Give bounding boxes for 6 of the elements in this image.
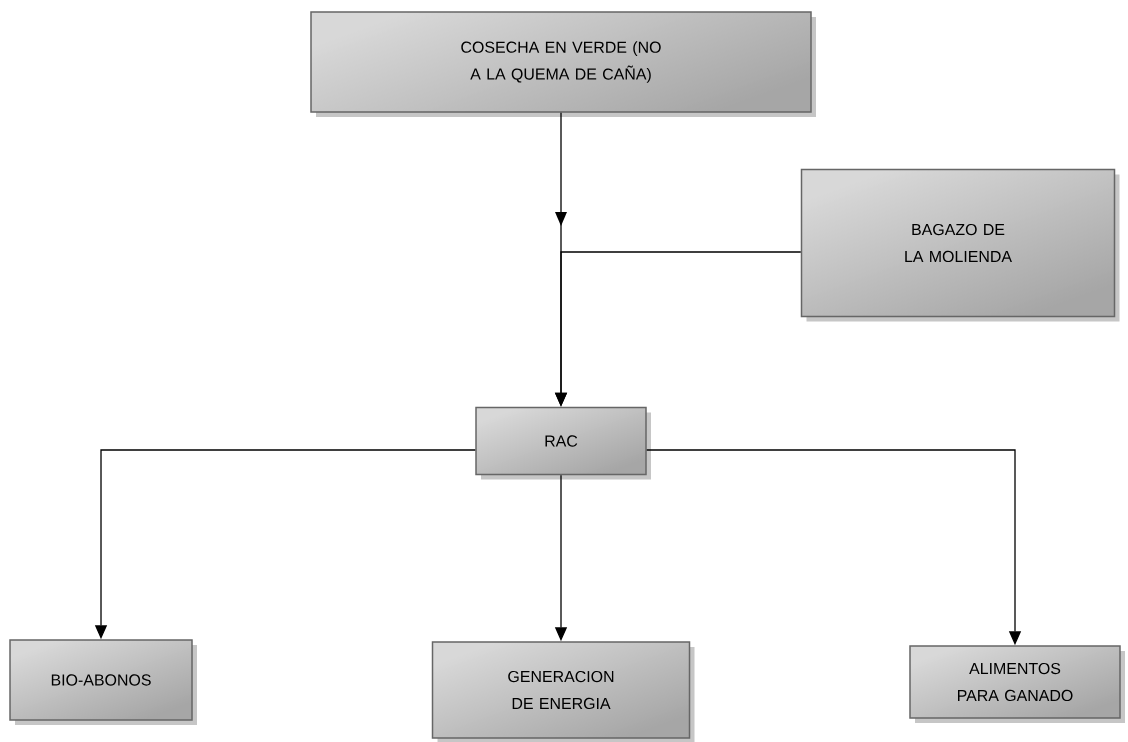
process-box: ALIMENTOS PARA GANADO xyxy=(909,645,1125,723)
process-box: COSECHA EN VERDE (NO A LA QUEMA DE CAÑA) xyxy=(310,11,816,117)
process-box: BAGAZO DE LA MOLIENDA xyxy=(800,168,1120,322)
process-box: BIO-ABONOS xyxy=(9,639,197,725)
process-box: GENERACION DE ENERGIA xyxy=(431,641,695,742)
process-box: RAC xyxy=(475,406,651,480)
